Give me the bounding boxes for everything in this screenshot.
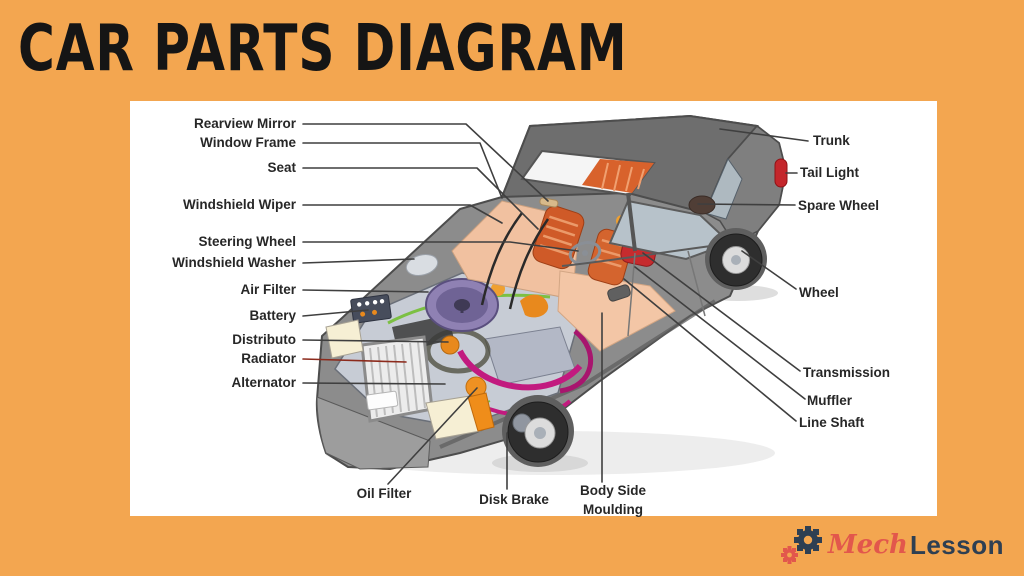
rear-wheel — [705, 228, 767, 290]
battery-part — [350, 294, 392, 324]
label-oil-filter: Oil Filter — [356, 486, 412, 501]
headlight — [325, 319, 364, 359]
label-seat: Seat — [267, 160, 296, 175]
front-wheel — [502, 395, 574, 467]
diagram-panel: Rearview Mirror Window Frame Seat Windsh… — [130, 101, 937, 517]
distributor-part — [440, 335, 460, 355]
label-windshield-washer: Windshield Washer — [172, 255, 296, 270]
label-steering-wheel: Steering Wheel — [198, 234, 296, 249]
turn-signal — [467, 392, 495, 432]
air-filter-part — [425, 278, 499, 332]
rearview-mirror-part — [539, 197, 559, 208]
side-windows — [561, 192, 735, 337]
label-tail-light: Tail Light — [800, 165, 859, 180]
leader-lines — [302, 123, 809, 490]
label-rearview-mirror: Rearview Mirror — [193, 116, 296, 131]
label-transmission: Transmission — [803, 365, 891, 380]
radiator-grille — [325, 319, 495, 440]
label-alternator: Alternator — [231, 375, 296, 390]
distributor-part — [520, 294, 549, 318]
logo-text-mech: Mech — [827, 530, 908, 560]
radiator-leader-line — [302, 358, 407, 363]
car-illustration — [302, 114, 809, 490]
side-mirror — [607, 284, 631, 302]
label-battery: Battery — [249, 308, 296, 323]
label-body-side-moulding: Body Side Moulding — [579, 483, 646, 517]
page-title: CAR PARTS DIAGRAM — [18, 12, 628, 86]
label-spare-wheel: Spare Wheel — [798, 198, 880, 213]
gear-icon — [780, 526, 822, 564]
front-bumper — [316, 396, 431, 470]
label-line-shaft: Line Shaft — [799, 415, 865, 430]
license-plate — [365, 390, 399, 411]
label-distributor: Distributo — [232, 332, 296, 347]
sunroof — [520, 149, 656, 197]
label-trunk: Trunk — [813, 133, 850, 148]
label-radiator: Radiator — [241, 351, 296, 366]
label-window-frame: Window Frame — [200, 135, 296, 150]
label-muffler: Muffler — [807, 393, 852, 408]
label-wheel: Wheel — [799, 285, 839, 300]
label-windshield-wiper: Windshield Wiper — [182, 197, 296, 212]
logo-text-lesson: Lesson — [909, 529, 1004, 560]
spare-wheel-part — [688, 195, 716, 215]
windshield-wiper-part — [480, 212, 550, 310]
label-air-filter: Air Filter — [240, 282, 296, 297]
label-disk-brake: Disk Brake — [479, 492, 549, 507]
brand-logo: Mech Lesson — [780, 522, 1004, 568]
